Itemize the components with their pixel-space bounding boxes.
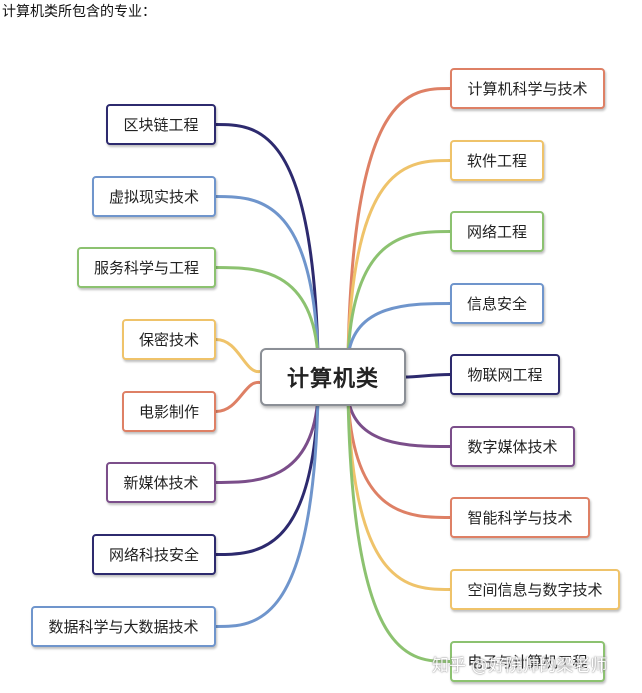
link-left-3 xyxy=(214,338,264,373)
node-left-1: 虚拟现实技术 xyxy=(92,176,216,217)
link-right-1 xyxy=(346,159,452,360)
link-right-4 xyxy=(402,373,452,379)
node-right-3: 信息安全 xyxy=(450,283,544,324)
link-right-2 xyxy=(346,230,452,360)
link-left-7 xyxy=(214,394,320,628)
watermark-text: 知乎 @好院帅的梁老师 xyxy=(432,656,608,676)
link-left-2 xyxy=(214,266,320,360)
node-left-3: 保密技术 xyxy=(122,319,216,360)
node-right-5: 数字媒体技术 xyxy=(450,426,575,467)
node-right-4: 物联网工程 xyxy=(450,354,560,395)
link-left-1 xyxy=(214,195,320,360)
link-right-8 xyxy=(346,394,452,663)
node-right-1: 软件工程 xyxy=(450,140,544,181)
node-right-7: 空间信息与数字技术 xyxy=(450,569,620,610)
page-caption: 计算机类所包含的专业： xyxy=(2,4,156,20)
node-left-6: 网络科技安全 xyxy=(92,534,216,575)
node-right-8: 电子与计算机工程 xyxy=(450,641,605,682)
node-left-4: 电影制作 xyxy=(122,391,216,432)
node-right-6: 智能科学与技术 xyxy=(450,497,590,538)
link-right-7 xyxy=(346,394,452,591)
node-left-0: 区块链工程 xyxy=(106,104,216,145)
link-right-0 xyxy=(346,87,452,360)
node-left-7: 数据科学与大数据技术 xyxy=(31,606,216,647)
link-left-5 xyxy=(214,394,320,484)
link-right-5 xyxy=(346,394,452,448)
node-left-5: 新媒体技术 xyxy=(106,462,216,503)
node-right-2: 网络工程 xyxy=(450,211,544,252)
link-left-6 xyxy=(214,394,320,556)
link-left-0 xyxy=(214,123,320,360)
node-right-0: 计算机科学与技术 xyxy=(450,68,605,109)
link-right-6 xyxy=(346,394,452,519)
link-right-3 xyxy=(346,302,452,360)
link-left-4 xyxy=(214,380,264,413)
node-left-2: 服务科学与工程 xyxy=(77,247,216,288)
central-node: 计算机类 xyxy=(260,348,406,406)
